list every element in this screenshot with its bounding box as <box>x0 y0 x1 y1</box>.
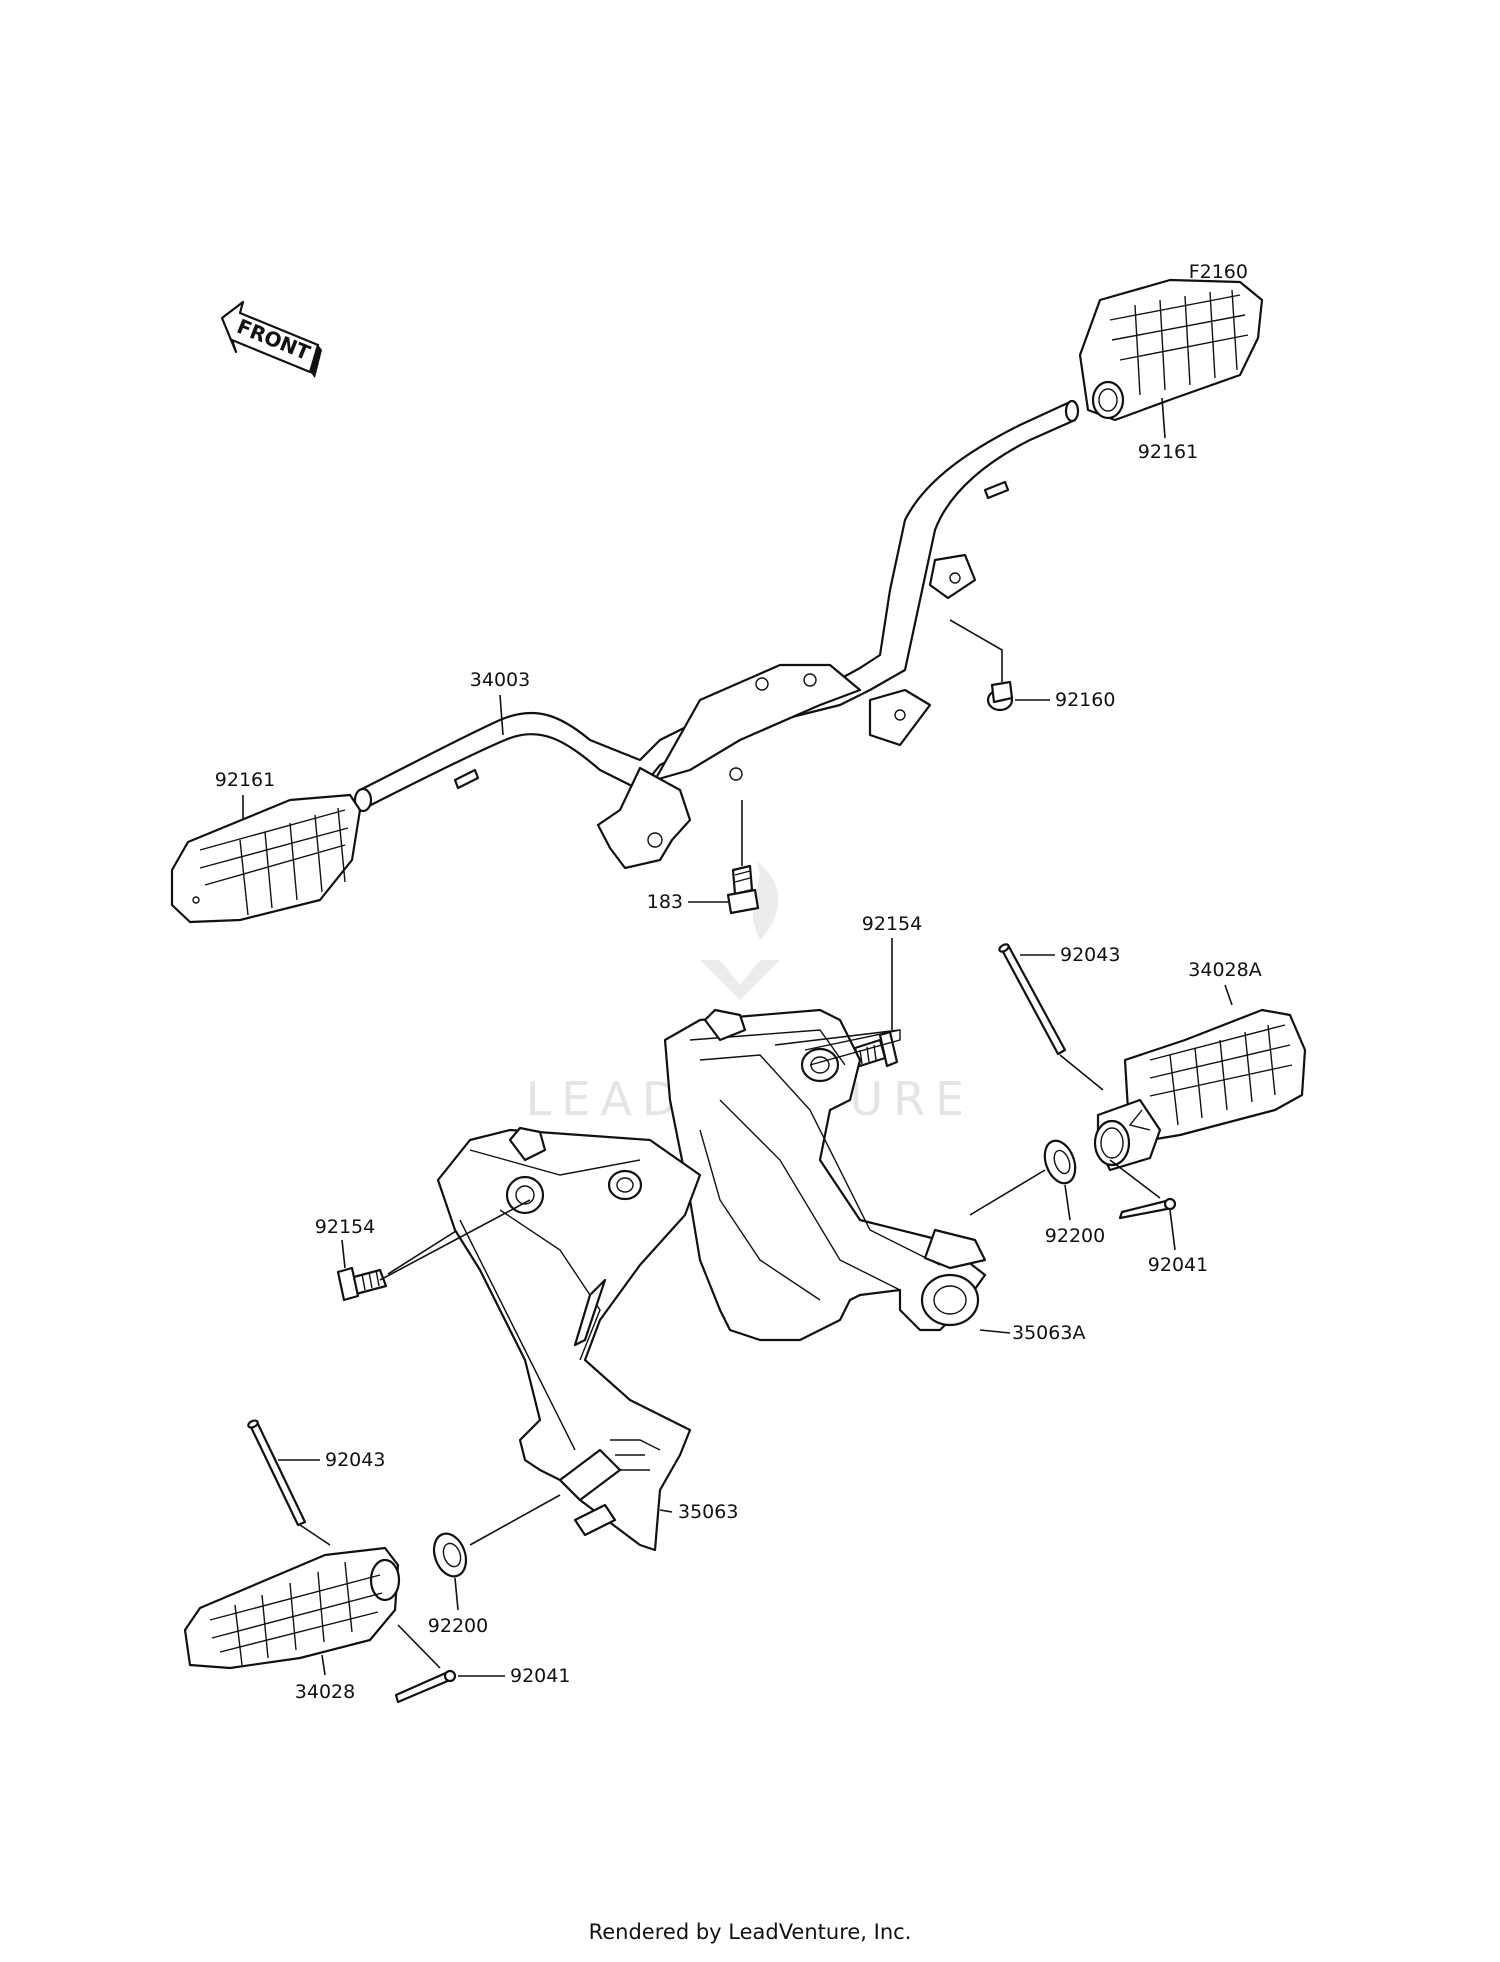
bolt-92154-lower <box>336 1266 388 1302</box>
leader-34028 <box>321 1654 326 1676</box>
leader-34003 <box>499 694 504 736</box>
label-35063: 35063 <box>678 1501 738 1523</box>
label-92160: 92160 <box>1055 689 1115 711</box>
label-92200-left: 92200 <box>428 1615 488 1637</box>
cotter-pin-92041-right <box>1118 1197 1177 1220</box>
rear-footrest-rubber-right <box>1078 278 1264 422</box>
label-92043-left: 92043 <box>325 1449 385 1471</box>
leader-35063 <box>659 1509 673 1513</box>
leader-pin-right-axis <box>1059 1054 1104 1091</box>
cotter-pin-92041-left <box>394 1669 457 1704</box>
leader-cotter-right-axis <box>1109 1159 1161 1199</box>
leader-cotter-left-axis <box>397 1624 441 1669</box>
rear-footrest-rubber-left <box>170 793 362 924</box>
footrest-bracket-35063 <box>436 1126 702 1552</box>
leader-washer-right-axis <box>969 1169 1046 1216</box>
footrest-34028 <box>183 1546 401 1670</box>
leader-92161-right <box>1161 397 1166 439</box>
bolt-183 <box>726 864 760 915</box>
leader-upper-bolt-axis <box>774 1029 901 1046</box>
leader-92154-lower <box>341 1239 346 1269</box>
label-34003: 34003 <box>470 669 530 691</box>
label-92041-left: 92041 <box>510 1665 570 1687</box>
label-92161-left: 92161 <box>215 769 275 791</box>
label-92154-lower: 92154 <box>315 1216 375 1238</box>
plug-92160 <box>986 680 1014 712</box>
footrest-bracket-35063A <box>663 1008 987 1342</box>
footer-credit: Rendered by LeadVenture, Inc. <box>588 1920 912 1944</box>
label-92161-right: 92161 <box>1138 441 1198 463</box>
washer-92200-right <box>1043 1139 1077 1185</box>
pin-92043-right <box>998 943 1067 1056</box>
leader-pin-left-axis <box>299 1524 331 1546</box>
label-92043-right: 92043 <box>1060 944 1120 966</box>
label-92154-upper: 92154 <box>862 913 922 935</box>
leader-92041-right <box>1169 1209 1176 1251</box>
pin-92043-left <box>247 1419 307 1527</box>
rear-footrest-bar <box>353 399 1080 870</box>
bolt-92154-upper <box>853 1030 899 1068</box>
leader-lower-bolt-axis-2 <box>379 1199 531 1281</box>
front-arrow-icon: FRONT <box>220 300 322 378</box>
label-34028A: 34028A <box>1188 959 1261 981</box>
leader-92200-right <box>1064 1184 1071 1221</box>
label-183: 183 <box>647 891 683 913</box>
label-92041-right: 92041 <box>1148 1254 1208 1276</box>
leader-washer-left-axis <box>469 1494 561 1546</box>
leader-92160-a <box>949 619 1003 682</box>
diagram-code: F2160 <box>1189 261 1248 283</box>
washer-92200-left <box>432 1532 468 1578</box>
label-34028: 34028 <box>295 1681 355 1703</box>
footrest-34028A <box>1093 1008 1307 1172</box>
leader-35063A <box>979 1329 1011 1334</box>
leader-92200-left <box>454 1577 459 1611</box>
label-92200-right: 92200 <box>1045 1225 1105 1247</box>
label-35063A: 35063A <box>1012 1322 1085 1344</box>
watermark-logo-icon <box>700 860 780 1000</box>
leader-34028A <box>1224 984 1233 1006</box>
